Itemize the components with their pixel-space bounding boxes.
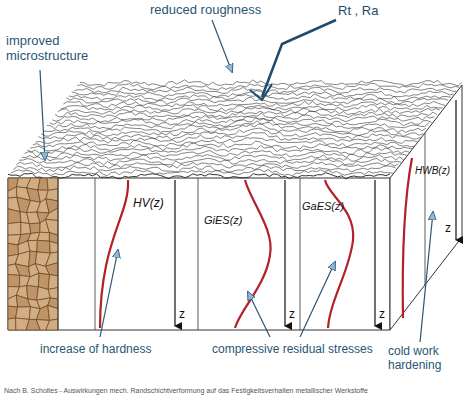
roughness-line	[8, 173, 390, 179]
grain-cell	[27, 286, 39, 301]
grain-cell	[48, 288, 58, 300]
grain-cell	[49, 241, 58, 253]
roughness-line	[58, 108, 440, 115]
roughness-line	[61, 105, 443, 111]
grain-cell	[8, 222, 21, 235]
source-note: Nach B. Scholtes - Auswirkungen mech. Ra…	[4, 387, 368, 395]
roughness-line	[16, 162, 398, 168]
axis-label: z	[445, 222, 451, 236]
grain-cell	[28, 240, 37, 252]
grain-cell	[8, 318, 16, 330]
roughness-line	[39, 128, 421, 140]
roughness-line	[33, 138, 415, 148]
grain-cell	[47, 178, 58, 190]
axis-label: z	[179, 308, 185, 322]
grain-cell	[46, 208, 58, 221]
axis-label: GaES(z)	[302, 200, 344, 213]
roughness-symbol: Rt , Ra	[338, 4, 378, 19]
callout-label: reduced roughness	[150, 3, 261, 18]
grain-cell	[46, 319, 58, 330]
roughness-line	[47, 118, 429, 129]
axis-label: GiES(z)	[204, 214, 243, 227]
grain-cell	[37, 232, 49, 241]
axis-label: z	[289, 308, 295, 322]
grain-cell	[29, 223, 40, 233]
grain-cell	[48, 275, 58, 290]
grain-cell	[8, 275, 20, 287]
grain-cell	[38, 178, 48, 190]
axis-label: HWB(z)	[415, 165, 450, 177]
microstructure-ground	[8, 178, 58, 330]
grain-cell	[37, 240, 50, 253]
grain-cell	[16, 307, 31, 320]
axis-label: HV(z)	[133, 197, 164, 211]
callout-label: increase of hardness	[40, 343, 151, 357]
callout-label: improved microstructure	[6, 34, 106, 64]
grain-cell	[27, 273, 40, 287]
roughness-line	[44, 121, 426, 133]
callout-label: cold work hardening	[388, 345, 470, 373]
grain-cell	[8, 187, 17, 198]
callout-label: compressive residual stresses	[212, 343, 373, 357]
grain-cell	[8, 209, 21, 224]
axis-label: z	[379, 308, 385, 322]
grain-cell	[36, 305, 49, 320]
roughness-line	[25, 150, 407, 157]
grain-cell	[46, 263, 58, 276]
grain-cell	[48, 305, 58, 320]
grain-cell	[8, 295, 18, 307]
roughness-line	[27, 146, 409, 155]
roughness-line	[22, 155, 404, 162]
